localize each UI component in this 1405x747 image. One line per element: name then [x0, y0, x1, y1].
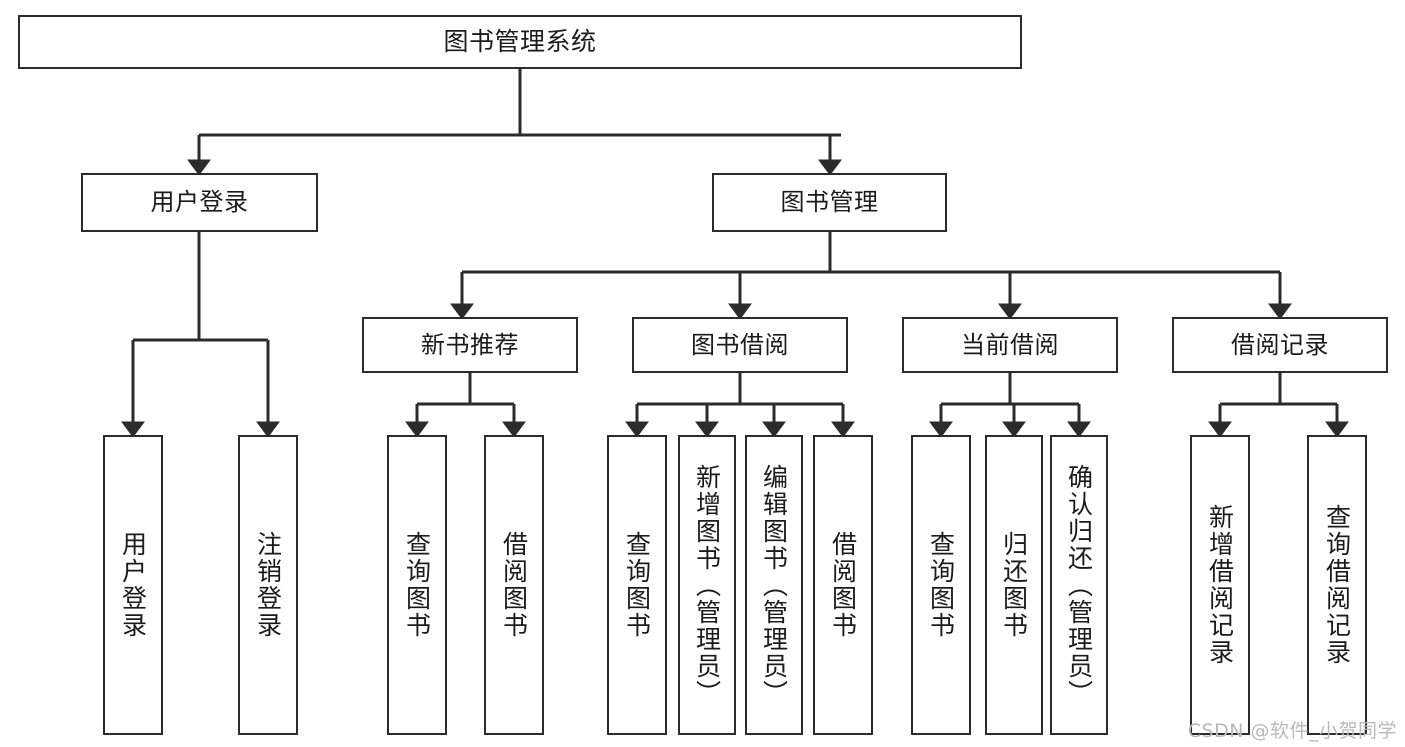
edges-new-book-recommend-to-leaves: [404, 373, 526, 438]
edges-current-borrow-to-leaves: [928, 373, 1091, 438]
node-leaf-query-record[interactable]: 查询借阅记录: [1307, 435, 1367, 735]
edges-book-manage-to-level3: [449, 232, 1292, 320]
node-book-borrow-label: 图书借阅: [691, 330, 789, 359]
node-user-login[interactable]: 用户登录: [81, 173, 318, 232]
node-leaf-query-book-3-label: 查询图书: [926, 531, 956, 639]
node-leaf-return-book[interactable]: 归还图书: [985, 435, 1043, 735]
node-leaf-confirm-return[interactable]: 确认归还（管理员）: [1050, 435, 1108, 735]
node-leaf-add-book-label: 新增图书（管理员）: [692, 463, 722, 707]
node-leaf-add-book[interactable]: 新增图书（管理员）: [678, 435, 736, 735]
node-leaf-user-login-label: 用户登录: [118, 531, 148, 639]
node-borrow-record-label: 借阅记录: [1231, 330, 1329, 359]
node-book-manage[interactable]: 图书管理: [712, 173, 947, 232]
node-new-book-recommend-label: 新书推荐: [421, 330, 519, 359]
node-leaf-edit-book[interactable]: 编辑图书（管理员）: [745, 435, 803, 735]
node-leaf-query-book-1-label: 查询图书: [402, 531, 432, 639]
node-leaf-logout[interactable]: 注销登录: [238, 435, 298, 735]
node-leaf-borrow-book-1-label: 借阅图书: [499, 531, 529, 639]
edges-root-to-level2: [186, 69, 842, 176]
node-user-login-label: 用户登录: [150, 188, 249, 217]
node-leaf-query-book-2-label: 查询图书: [622, 531, 652, 639]
node-leaf-borrow-book-2[interactable]: 借阅图书: [813, 435, 873, 735]
node-borrow-record[interactable]: 借阅记录: [1172, 317, 1388, 373]
node-leaf-borrow-book-1[interactable]: 借阅图书: [484, 435, 544, 735]
node-leaf-query-record-label: 查询借阅记录: [1322, 504, 1352, 666]
edges-user-login-to-leaves: [120, 232, 280, 438]
edges-borrow-record-to-leaves: [1207, 373, 1349, 438]
node-leaf-user-login[interactable]: 用户登录: [103, 435, 163, 735]
node-leaf-query-book-3[interactable]: 查询图书: [911, 435, 971, 735]
node-new-book-recommend[interactable]: 新书推荐: [362, 317, 578, 373]
node-leaf-confirm-return-label: 确认归还（管理员）: [1064, 463, 1094, 707]
node-leaf-add-record[interactable]: 新增借阅记录: [1190, 435, 1250, 735]
node-leaf-return-book-label: 归还图书: [999, 531, 1029, 639]
node-current-borrow[interactable]: 当前借阅: [902, 317, 1118, 373]
node-book-borrow[interactable]: 图书借阅: [632, 317, 848, 373]
watermark-text: CSDN @软件_小贺同学: [1187, 720, 1397, 742]
node-leaf-query-book-1[interactable]: 查询图书: [387, 435, 447, 735]
node-book-manage-label: 图书管理: [780, 188, 879, 217]
node-leaf-query-book-2[interactable]: 查询图书: [607, 435, 667, 735]
node-current-borrow-label: 当前借阅: [961, 330, 1059, 359]
node-root[interactable]: 图书管理系统: [18, 15, 1022, 69]
node-leaf-add-record-label: 新增借阅记录: [1205, 504, 1235, 666]
node-root-label: 图书管理系统: [443, 27, 597, 56]
edges-book-borrow-to-leaves: [624, 373, 855, 438]
node-leaf-borrow-book-2-label: 借阅图书: [828, 531, 858, 639]
node-leaf-edit-book-label: 编辑图书（管理员）: [759, 463, 789, 707]
node-leaf-logout-label: 注销登录: [253, 531, 283, 639]
